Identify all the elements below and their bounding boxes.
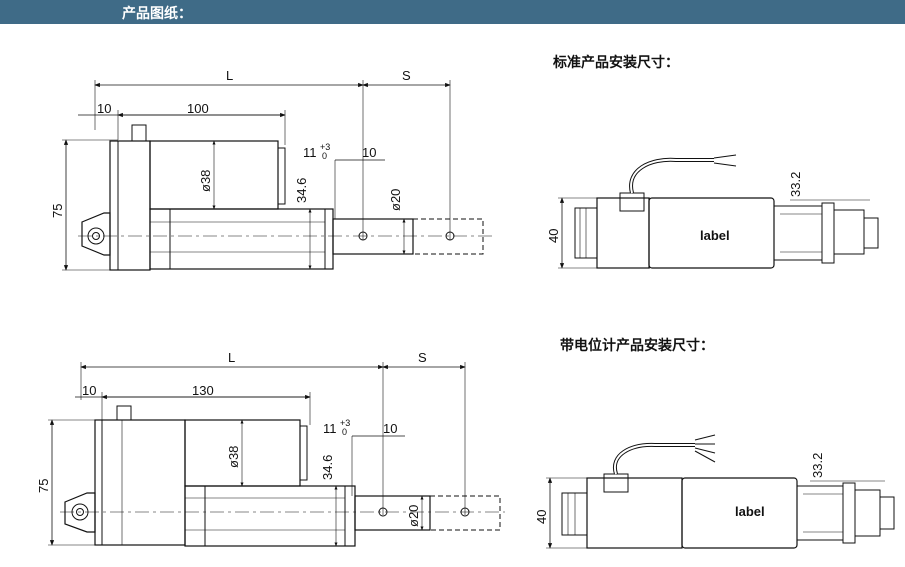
dim-S-top: S: [402, 68, 411, 83]
dim-75-bottom: 75: [36, 479, 51, 493]
side-dim-40-bottom: 40: [534, 510, 549, 524]
dim-d38-bottom: ø38: [226, 446, 241, 468]
dim-10b-bottom: 10: [383, 421, 397, 436]
dim-L-top: L: [226, 68, 233, 83]
dim-100-top: 100: [187, 101, 209, 116]
product-label-bottom: label: [735, 504, 765, 519]
dim-tol-zero-bottom: 0: [342, 427, 347, 437]
dim-d38-top: ø38: [198, 170, 213, 192]
front-view-potentiometer: [48, 362, 505, 547]
dim-d20-top: ø20: [388, 189, 403, 211]
dim-34-6-top: 34.6: [294, 178, 309, 203]
dim-L-bottom: L: [228, 350, 235, 365]
product-label-top: label: [700, 228, 730, 243]
dim-tol-plus-bottom: +3: [340, 418, 350, 428]
side-dim-33-2-top: 33.2: [788, 172, 803, 197]
dim-10-bottom: 10: [82, 383, 96, 398]
side-dim-33-2-bottom: 33.2: [810, 453, 825, 478]
dim-tol-plus-top: +3: [320, 142, 330, 152]
standard-install-title: 标准产品安装尺寸：: [553, 55, 679, 71]
dim-11-bottom: 11: [323, 421, 337, 436]
dim-34-6-bottom: 34.6: [320, 455, 335, 480]
header-title: 产品图纸：: [122, 6, 192, 22]
dim-130-bottom: 130: [192, 383, 214, 398]
header-bar: 产品图纸：: [0, 0, 905, 24]
dim-11-top: 11: [303, 145, 317, 160]
dim-75-top: 75: [50, 204, 65, 218]
potentiometer-install-title: 带电位计产品安装尺寸：: [560, 338, 714, 354]
side-view-standard: [558, 154, 879, 269]
dim-10-top: 10: [97, 101, 111, 116]
dim-10b-top: 10: [362, 145, 376, 160]
side-dim-40-top: 40: [546, 229, 561, 243]
front-view-standard: [62, 80, 495, 271]
dim-d20-bottom: ø20: [406, 505, 421, 527]
side-view-potentiometer: [546, 434, 895, 549]
dim-tol-zero-top: 0: [322, 151, 327, 161]
dim-S-bottom: S: [418, 350, 427, 365]
